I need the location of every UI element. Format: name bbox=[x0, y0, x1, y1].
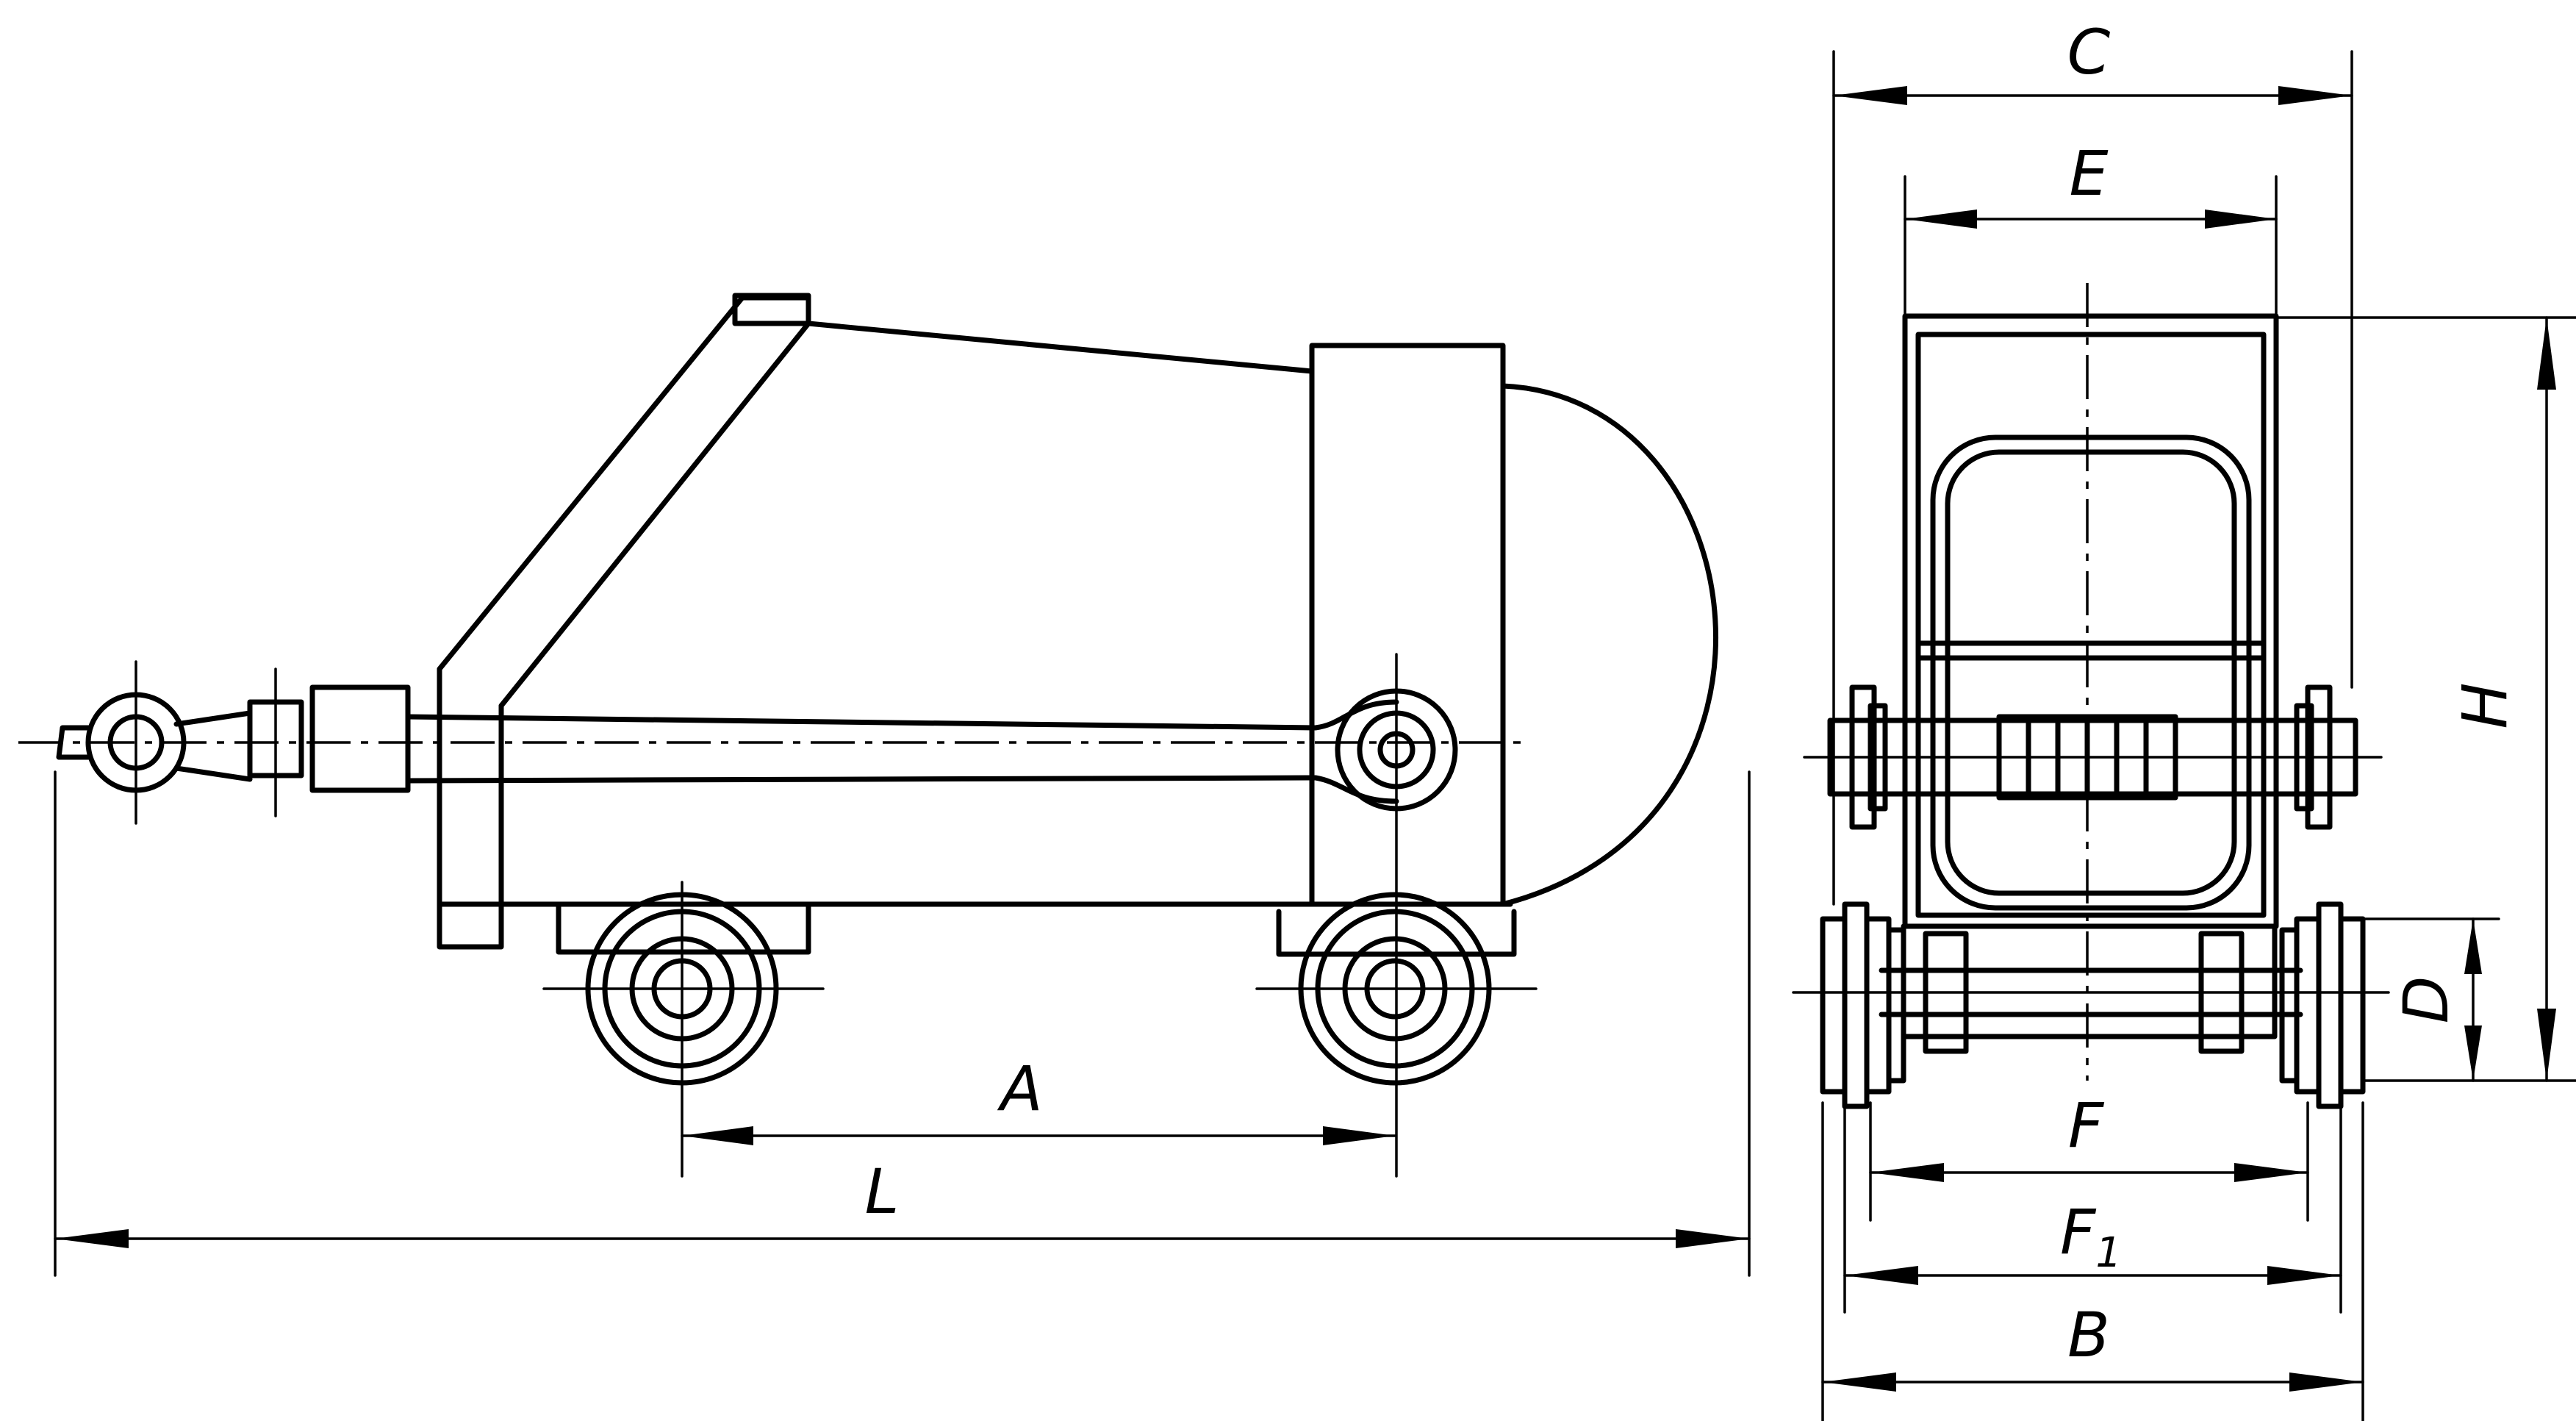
label-A: A bbox=[997, 1053, 1042, 1125]
dimension-C: C bbox=[1832, 16, 2353, 906]
dimension-F1: F1 bbox=[1843, 1101, 2342, 1314]
dimension-B: B bbox=[1821, 1101, 2364, 1421]
left-wheel-front-view bbox=[1820, 901, 1906, 1109]
label-E: E bbox=[2069, 137, 2108, 210]
right-wheel-front-view bbox=[2279, 901, 2366, 1109]
front-view: C E H D bbox=[1792, 16, 2576, 1421]
front-frame bbox=[1902, 313, 2279, 929]
label-L: L bbox=[865, 1156, 900, 1228]
front-centerlines bbox=[1792, 283, 2390, 1081]
label-F1-base: F bbox=[2060, 1196, 2097, 1268]
label-C: C bbox=[2067, 16, 2111, 88]
tow-bar bbox=[173, 684, 1399, 804]
side-view: A L bbox=[18, 293, 1751, 1277]
label-F: F bbox=[2068, 1089, 2105, 1162]
dimension-F: F bbox=[1869, 1089, 2309, 1222]
lower-axle bbox=[1879, 923, 2303, 1054]
cart-body bbox=[437, 293, 1719, 957]
label-B: B bbox=[2067, 1299, 2110, 1371]
dimension-H: H bbox=[2275, 316, 2576, 1082]
label-F1: F1 bbox=[2060, 1196, 2122, 1277]
dimension-A: A bbox=[681, 1053, 1396, 1145]
label-D: D bbox=[2390, 976, 2462, 1024]
label-F1-subscript: 1 bbox=[2095, 1229, 2122, 1277]
side-centerlines bbox=[18, 653, 1538, 1178]
dimension-L: L bbox=[54, 770, 1751, 1277]
dimension-E: E bbox=[1904, 137, 2278, 318]
dimension-D: D bbox=[2361, 917, 2500, 1082]
label-H: H bbox=[2449, 682, 2521, 729]
